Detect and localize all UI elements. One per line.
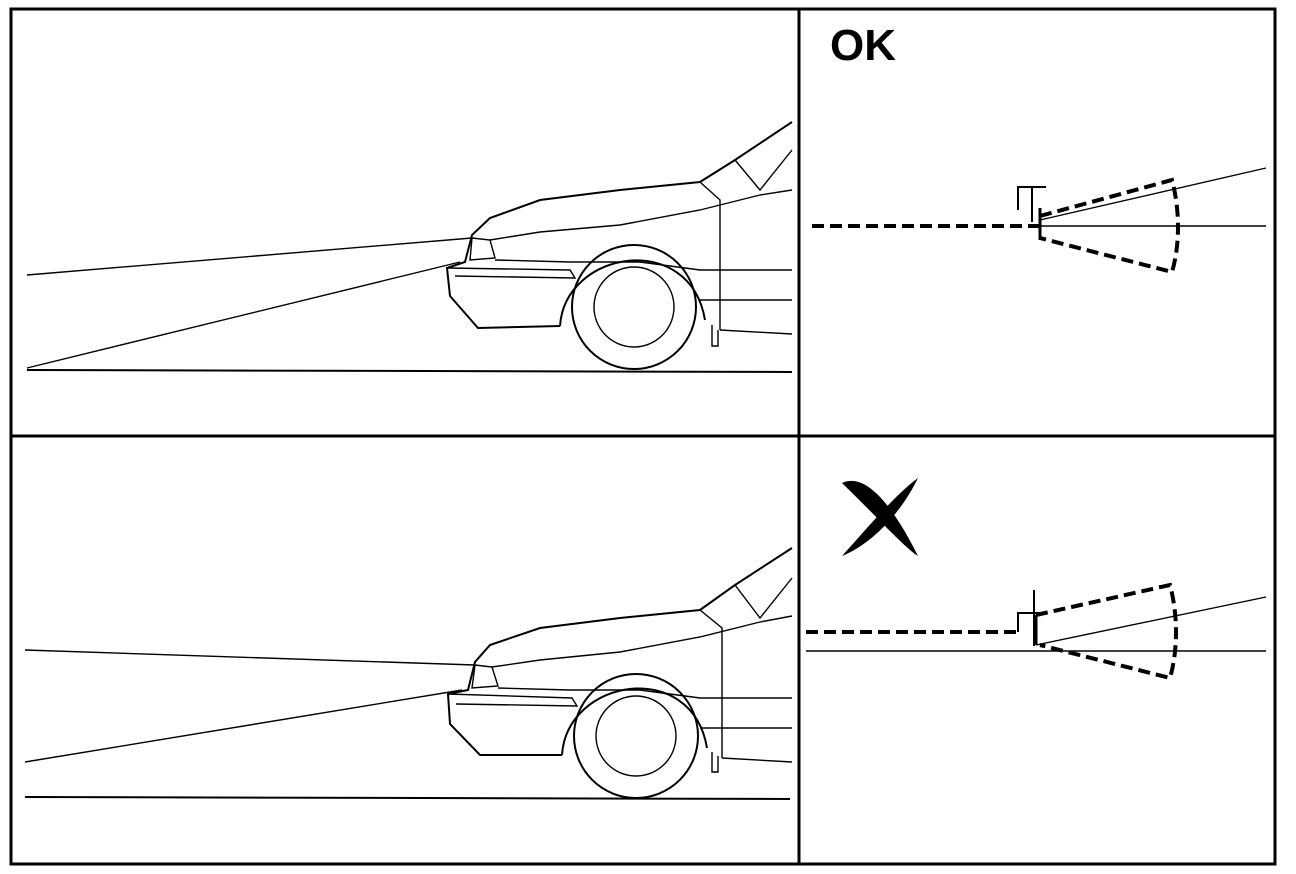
x-mark-icon — [842, 478, 918, 556]
upper-beam-line — [26, 237, 473, 276]
panel-bottom-right-wrong — [806, 478, 1267, 681]
wheel-hub — [593, 266, 675, 348]
lamp-symbol — [1017, 590, 1040, 646]
ground-line — [26, 369, 793, 373]
ok-label: OK — [830, 21, 896, 70]
panel-top-left-car — [26, 121, 793, 373]
beam-outline — [812, 177, 1180, 275]
cutoff-line — [1035, 596, 1267, 646]
lamp-symbol — [1017, 186, 1046, 240]
car-front — [446, 547, 793, 799]
lower-beam-line — [26, 261, 461, 369]
beam-outline — [806, 582, 1178, 681]
wheel-hub — [595, 695, 677, 777]
ground-line — [24, 796, 791, 800]
diagram-frame — [9, 7, 1277, 866]
panel-bottom-left-car — [24, 547, 793, 800]
cutoff-line — [1039, 167, 1267, 221]
front-wheel — [573, 673, 699, 799]
lower-beam-line — [24, 689, 463, 763]
car-front — [445, 121, 793, 370]
upper-beam-line — [24, 649, 476, 666]
front-wheel — [571, 244, 697, 370]
panel-top-right-ok: OK — [812, 21, 1267, 275]
